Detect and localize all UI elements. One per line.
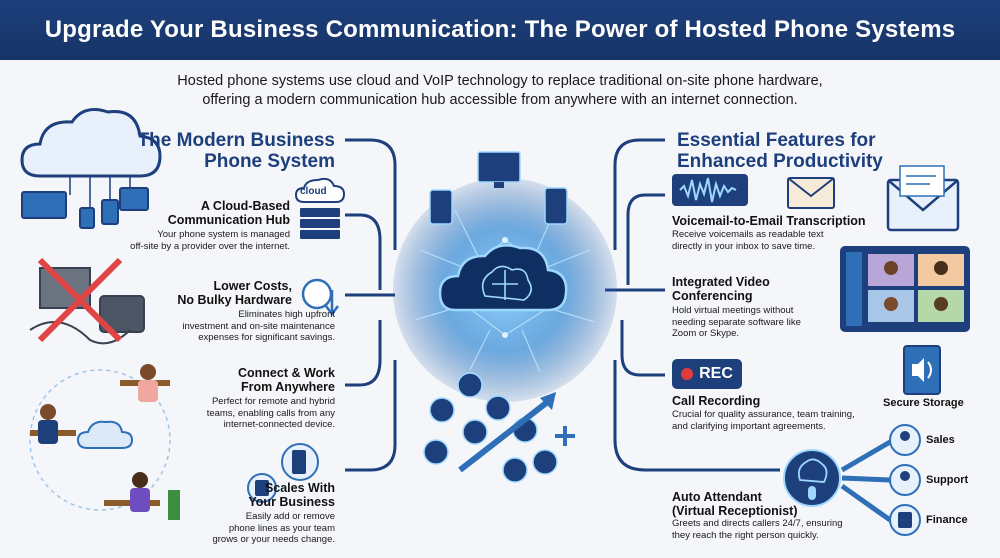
right-title-line-1: Essential Features for (677, 130, 876, 151)
body-line: Crucial for quality assurance, team trai… (672, 409, 855, 420)
heading-line: Scales With (264, 481, 335, 495)
feature-auto-attendant-text: Greets and directs callers 24/7, ensurin… (672, 518, 887, 541)
body-line: Zoom or Skype. (672, 328, 740, 339)
intro-text: Hosted phone systems use cloud and VoIP … (120, 72, 880, 110)
route-finance-label: Finance (926, 514, 968, 526)
auto-attendant-graphic (783, 424, 921, 536)
rec-label: REC (699, 365, 733, 382)
body-line: directly in your inbox to save time. (672, 240, 816, 252)
page-title: Upgrade Your Business Communication: The… (44, 16, 956, 43)
server-cloud-icon (294, 177, 346, 239)
body-line: Easily add or remove (245, 511, 335, 522)
feature-call-recording-heading: Call Recording (672, 394, 852, 408)
body-line: Hold virtual meetings without (672, 305, 794, 316)
heading-line: Communication Hub (167, 213, 290, 227)
record-dot-icon (681, 368, 694, 380)
body-line: Receive voicemails as readable text (672, 229, 824, 240)
feature-scales-heading: Scales With Your Business (200, 481, 335, 509)
phone-icon (544, 187, 568, 225)
intro-line-2: offering a modern communication hub acce… (202, 92, 798, 108)
body-line: Greets and directs callers 24/7, ensurin… (672, 518, 843, 529)
central-cloud-icon (438, 244, 568, 312)
body-line: and clarifying important agreements. (672, 420, 826, 432)
dollar-down-icon (301, 278, 339, 317)
email-icon (886, 165, 960, 232)
feature-call-recording-text: Crucial for quality assurance, team trai… (672, 409, 872, 432)
heading-line: Lower Costs, (213, 279, 293, 293)
body-line: Your phone system is managed (157, 229, 290, 240)
body-line: teams, enabling calls from any (206, 407, 335, 419)
feature-auto-attendant-heading: Auto Attendant (Virtual Receptionist) (672, 490, 832, 518)
body-line: phone lines as your team (228, 522, 335, 534)
envelope-icon (787, 177, 835, 209)
right-section-title: Essential Features for Enhanced Producti… (677, 130, 907, 172)
heading-line: Conferencing (672, 289, 753, 303)
body-line: off-site by a provider over the internet… (130, 240, 290, 252)
waveform-icon (672, 174, 748, 206)
heading-line: Voicemail-to-Email Transcription (672, 214, 866, 228)
left-connectors (345, 138, 397, 472)
crossed-out-hardware-icon (29, 257, 145, 345)
body-line: internet-connected device. (223, 419, 335, 430)
feature-voicemail-text: Receive voicemails as readable text dire… (672, 229, 872, 252)
body-line: Eliminates high upfront (238, 309, 335, 320)
tablet-icon (429, 189, 453, 225)
feature-video-text: Hold virtual meetings without needing se… (672, 305, 837, 340)
left-section-title: The Modern Business Phone System (120, 130, 335, 172)
heading-line: From Anywhere (240, 380, 335, 394)
feature-video-heading: Integrated Video Conferencing (672, 275, 832, 303)
left-title-line-1: The Modern Business (137, 130, 335, 151)
heading-line: (Virtual Receptionist) (672, 504, 798, 518)
heading-line: Integrated Video (672, 275, 770, 289)
heading-line: Your Business (248, 495, 335, 509)
intro-line-1: Hosted phone systems use cloud and VoIP … (177, 73, 823, 89)
body-line: Perfect for remote and hybrid (211, 396, 335, 407)
rec-badge: REC (672, 359, 742, 389)
feature-lower-costs-heading: Lower Costs, No Bulky Hardware (140, 279, 292, 307)
body-line: grows or your needs change. (212, 534, 335, 545)
heading-line: Call Recording (672, 394, 761, 408)
title-banner: Upgrade Your Business Communication: The… (0, 0, 1000, 60)
feature-work-anywhere-text: Perfect for remote and hybrid teams, ena… (160, 396, 335, 431)
feature-cloud-hub-heading: A Cloud-Based Communication Hub (140, 199, 290, 227)
feature-work-anywhere-heading: Connect & Work From Anywhere (170, 366, 335, 394)
route-support-label: Support (926, 474, 969, 486)
cloud-tag: cloud (300, 186, 327, 197)
cloud-devices-illustration (20, 108, 162, 229)
route-sales-label: Sales (926, 434, 955, 446)
feature-lower-costs-text: Eliminates high upfront investment and o… (130, 309, 335, 344)
video-conference-icon (840, 246, 970, 332)
body-line: investment and on-site maintenance (182, 320, 335, 332)
body-line: needing separate software like (672, 316, 801, 328)
secure-storage-label: Secure Storage (883, 397, 964, 409)
growth-arrow-icon (458, 397, 552, 473)
body-line: they reach the right person quickly. (672, 529, 819, 541)
heading-line: Connect & Work (238, 366, 335, 380)
heading-line: Auto Attendant (672, 490, 762, 504)
right-connectors (605, 138, 780, 472)
heading-line: A Cloud-Based (200, 199, 290, 213)
speaker-storage-icon (903, 345, 941, 395)
devices-bubble-icon (247, 443, 319, 503)
left-title-line-2: Phone System (204, 151, 335, 172)
monitor-icon (477, 151, 521, 183)
feature-scales-text: Easily add or remove phone lines as your… (190, 511, 335, 546)
body-line: expenses for significant savings. (198, 332, 335, 343)
remote-work-illustration (29, 364, 180, 520)
heading-line: No Bulky Hardware (177, 293, 292, 307)
right-title-line-2: Enhanced Productivity (677, 151, 883, 172)
feature-cloud-hub-text: Your phone system is managed off-site by… (120, 229, 290, 252)
feature-voicemail-heading: Voicemail-to-Email Transcription (672, 214, 892, 228)
